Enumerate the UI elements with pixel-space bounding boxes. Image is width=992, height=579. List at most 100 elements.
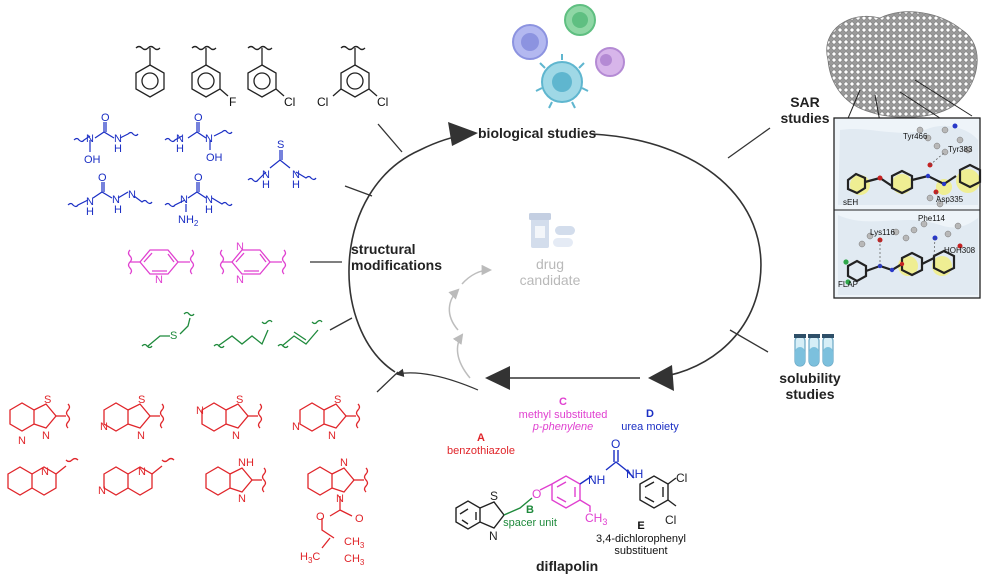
svg-text:S: S <box>170 330 177 342</box>
svg-text:H: H <box>205 204 213 216</box>
protein-panel <box>833 117 982 299</box>
label-d-text: urea moiety <box>621 420 679 433</box>
mol-cl1: Cl <box>676 471 687 485</box>
pyridine-n-labels: N N N <box>155 241 244 286</box>
red-n-7: N <box>292 421 300 433</box>
modifications-line: modifications <box>351 257 443 274</box>
red-n-6: N <box>232 430 240 442</box>
phe114-label: Phe114 <box>918 214 945 223</box>
svg-text:H: H <box>176 143 184 155</box>
aryl-structures <box>135 45 378 98</box>
hydroxy-label-2: OH <box>206 152 223 164</box>
drug-candidate-label: drug candidate <box>508 256 592 288</box>
label-e: E 3,4-dichlorophenyl substituent <box>586 520 696 558</box>
label-a-text: benzothiazole <box>447 444 515 457</box>
svg-text:O: O <box>611 437 620 451</box>
svg-text:N: N <box>155 274 163 286</box>
diflapolin-structure <box>455 450 677 530</box>
red-s-4: S <box>334 394 341 406</box>
tyr383-label: Tyr383 <box>948 145 973 154</box>
red-n-9: N <box>336 493 344 505</box>
red-nh-h: H <box>246 457 254 469</box>
label-e-letter: E <box>637 520 645 532</box>
boc-o2: O <box>316 511 325 523</box>
red-n-3: N <box>100 421 108 433</box>
svg-text:H: H <box>114 143 122 155</box>
arrow-left-bottom <box>485 366 510 390</box>
svg-text:N: N <box>205 133 213 145</box>
urea-o-3: O <box>98 172 107 184</box>
label-b-letter: B <box>526 504 534 516</box>
svg-text:N: N <box>205 194 213 206</box>
mol-cl2: Cl <box>665 513 676 527</box>
urea-o-1: O <box>101 112 110 124</box>
hydroxy-label-1: OH <box>84 154 101 166</box>
svg-text:H: H <box>114 204 122 216</box>
svg-text:N: N <box>238 493 246 505</box>
sar-line: SAR <box>790 94 820 110</box>
biological-studies-label: biological studies <box>478 125 597 141</box>
fluoro-label: F <box>229 95 236 109</box>
mol-nh-mid: NH <box>626 467 643 481</box>
red-n-5: N <box>196 405 204 417</box>
drug-line: drug <box>535 256 565 272</box>
diflapolin-label: diflapolin <box>536 558 599 574</box>
solubility-studies-label: solubility studies <box>770 370 850 402</box>
faded-arrows <box>448 264 493 379</box>
arrow-to-biological <box>448 122 478 146</box>
label-d: D urea moiety <box>610 408 690 433</box>
svg-text:N: N <box>41 466 49 478</box>
diflapolin-atom-labels: S N O NH O NH CH3 Cl Cl <box>489 437 687 543</box>
drug-candidate-icon <box>529 213 575 248</box>
heteroaryl-structures <box>7 402 369 549</box>
urea-structures <box>67 122 317 212</box>
mol-nh-top: NH <box>588 473 605 487</box>
red-n-4: N <box>137 430 145 442</box>
svg-text:CH3: CH3 <box>344 553 365 567</box>
svg-text:H3C: H3C <box>300 551 320 565</box>
lys116-label: Lys116 <box>870 228 895 237</box>
tyr466-label: Tyr466 <box>903 132 928 141</box>
label-c-text-1: methyl substituted <box>518 408 608 421</box>
label-d-letter: D <box>646 408 654 420</box>
cells-icon <box>512 4 625 109</box>
svg-text:N: N <box>176 133 184 145</box>
svg-text:N: N <box>238 457 246 469</box>
svg-text:N: N <box>180 194 188 206</box>
seh-label: sEH <box>843 198 859 207</box>
structural-modifications-label: structural modifications <box>351 241 442 273</box>
mol-s: S <box>490 489 498 503</box>
mol-ch3: CH3 <box>585 511 607 527</box>
solubility-line: solubility <box>779 370 841 386</box>
chloro-label-3: Cl <box>377 95 388 109</box>
red-s-1: S <box>44 394 51 406</box>
svg-text:N: N <box>128 189 136 201</box>
arc-left <box>348 133 471 373</box>
pyridine-structures <box>127 249 287 275</box>
red-n-2: N <box>42 430 50 442</box>
svg-text:N: N <box>112 194 120 206</box>
svg-text:N: N <box>138 466 146 478</box>
label-e-text-1: 3,4-dichlorophenyl <box>596 532 686 545</box>
arrow-to-diflapolin <box>648 365 674 391</box>
svg-text:N: N <box>86 196 94 208</box>
svg-text:CH3: CH3 <box>344 536 365 550</box>
svg-text:H: H <box>86 206 94 218</box>
amino-label: NH2 <box>178 214 199 228</box>
svg-text:N: N <box>262 169 270 181</box>
asp335-label: Asp335 <box>936 195 964 204</box>
label-b: B spacer unit <box>490 504 570 529</box>
label-a: A benzothiazole <box>436 432 526 457</box>
svg-text:H: H <box>262 179 270 191</box>
label-c: C methyl substituted p-phenylene <box>508 396 618 434</box>
svg-text:N: N <box>114 133 122 145</box>
chloro-label-2: Cl <box>317 95 328 109</box>
svg-text:N: N <box>340 457 348 469</box>
solubility-studies-line: studies <box>785 386 835 403</box>
label-c-text-2: p-phenylene <box>532 421 594 434</box>
urea-o-2: O <box>194 112 203 124</box>
cycle-arrows <box>348 122 762 391</box>
